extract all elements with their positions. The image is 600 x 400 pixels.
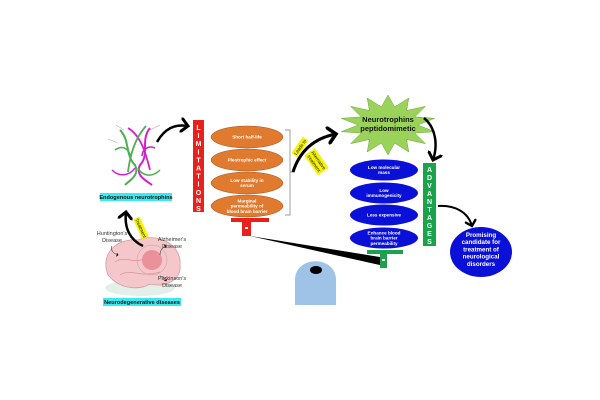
arrow-to-outcome xyxy=(437,204,472,226)
title-letter: V xyxy=(427,183,432,190)
diseases-highlight xyxy=(103,298,181,306)
balance-pivot xyxy=(295,261,336,305)
peptidomimetic-starburst xyxy=(341,94,435,156)
title-letter: O xyxy=(196,190,202,197)
title-letter: A xyxy=(196,166,201,173)
title-letter: S xyxy=(427,239,432,246)
title-letter: T xyxy=(196,157,201,164)
item-ellipse xyxy=(210,171,284,195)
item-ellipse xyxy=(350,204,418,226)
arrow-to-advantages xyxy=(423,117,436,160)
title-letter: T xyxy=(196,174,201,181)
endogenous-neurotrophins-label: Endogenous neurotrophins xyxy=(99,195,172,201)
title-letter: A xyxy=(427,215,432,222)
item-ellipse xyxy=(210,125,284,149)
item-label: Short half-life xyxy=(232,135,262,140)
title-letter: T xyxy=(427,207,432,214)
leads-to-label: Leads to xyxy=(291,136,309,158)
neurodegenerative-diseases-label: Neurodegenerative diseases xyxy=(104,300,180,306)
advantages-bar xyxy=(423,163,436,246)
title-letter: N xyxy=(196,198,201,205)
item-label: Less expensive xyxy=(367,213,401,218)
title-letter: I xyxy=(198,133,200,140)
item-ellipse xyxy=(350,159,418,181)
brain-image xyxy=(105,237,181,296)
balance-beam xyxy=(250,236,386,266)
item-ellipse xyxy=(350,227,418,249)
title-letter: A xyxy=(427,167,432,174)
limitations-bracket xyxy=(285,129,294,216)
item-ellipse xyxy=(210,148,284,172)
title-letter: M xyxy=(196,141,202,148)
leads-to-arrow xyxy=(291,134,336,173)
limitations-bar xyxy=(193,120,204,212)
treatment-arrow xyxy=(126,212,144,248)
title-letter: N xyxy=(427,199,432,206)
title-letter: I xyxy=(198,182,200,189)
limitations-stand xyxy=(231,218,269,222)
item-ellipse xyxy=(350,182,418,204)
neurotrophin-protein-image xyxy=(107,124,161,186)
title-letter: D xyxy=(427,175,432,182)
title-letter: A xyxy=(427,191,432,198)
title-letter: L xyxy=(196,125,201,132)
title-letter: G xyxy=(427,223,433,230)
title-letter: I xyxy=(198,149,200,156)
item-ellipse xyxy=(210,194,284,218)
alternative-treatment-label: Alternativetreatment xyxy=(304,148,329,176)
outcome-circle xyxy=(450,227,512,277)
title-letter: E xyxy=(427,231,432,238)
advantages-stand xyxy=(367,250,403,254)
arrow-to-limitations xyxy=(155,126,188,143)
treatment-label: Treatment xyxy=(133,216,149,240)
title-letter: S xyxy=(196,206,201,213)
item-label: Pleotrophic effect xyxy=(228,158,267,163)
endogenous-highlight xyxy=(100,193,172,201)
